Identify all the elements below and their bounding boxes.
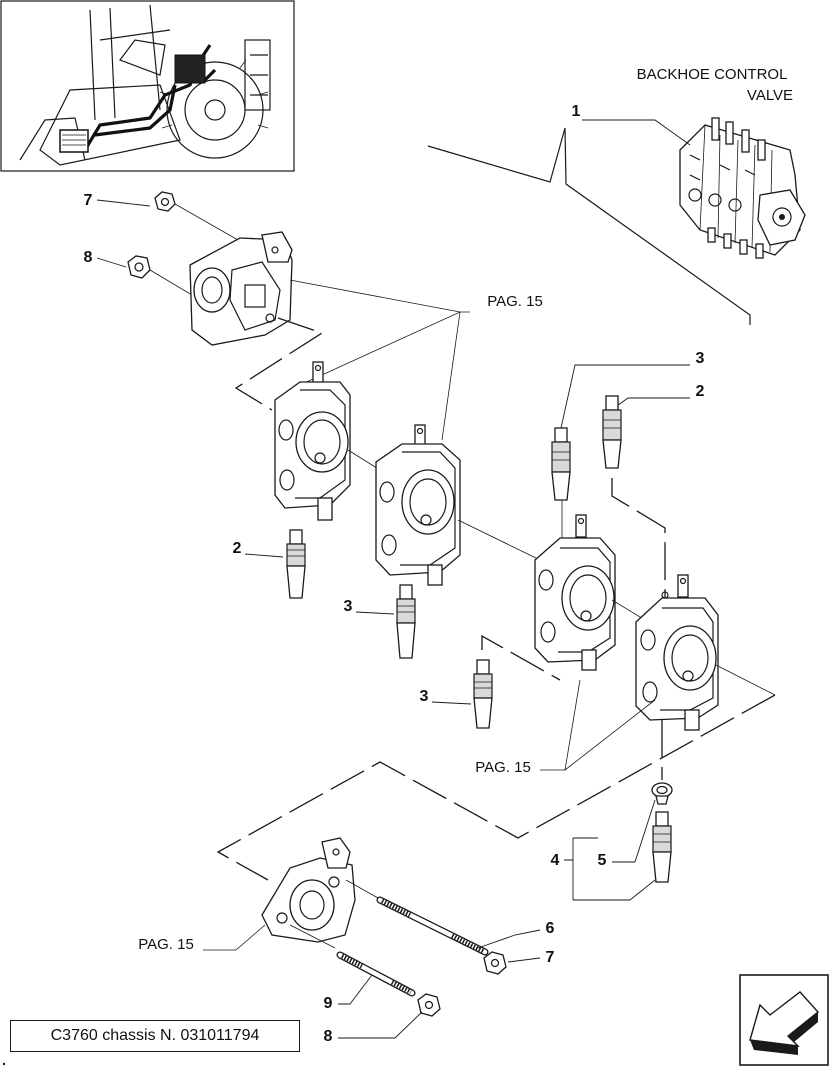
diagram-title-line2: VALVE: [747, 87, 793, 104]
fitting-4: [652, 811, 672, 883]
callout-3-upperright: 3: [696, 350, 705, 367]
page-reference-bottom: PAG. 15: [138, 936, 194, 953]
callout-9: 9: [324, 995, 333, 1012]
callout-3-midleft: 3: [344, 598, 353, 615]
diagram-title-line1: BACKHOE CONTROL: [637, 66, 788, 83]
fitting-2-left: [286, 529, 306, 599]
callout-3-lower: 3: [420, 688, 429, 705]
chassis-number-label: C3760 chassis N. 031011794: [10, 1020, 300, 1052]
callout-5: 5: [598, 852, 607, 869]
callout-7-top: 7: [84, 192, 93, 209]
nut-7-bottom: [483, 951, 507, 975]
callout-8-bottom: 8: [324, 1028, 333, 1045]
callout-6: 6: [546, 920, 555, 937]
page-reference-middle: PAG. 15: [475, 759, 531, 776]
page-reference-top: PAG. 15: [487, 293, 543, 310]
tie-rod-9: [336, 951, 416, 997]
callout-7-bottom: 7: [546, 949, 555, 966]
fitting-3-lower: [473, 659, 493, 729]
fitting-3-midleft: [396, 584, 416, 659]
valve-section-4: [635, 574, 719, 731]
valve-section-1: [274, 361, 351, 521]
callout-2-left: 2: [233, 540, 242, 557]
outlet-end-cover: [261, 837, 356, 943]
tractor-location-icon: [0, 0, 295, 172]
nut-7-top: [154, 191, 176, 212]
inlet-end-cover: [189, 231, 293, 346]
nut-8-top: [127, 255, 151, 279]
callout-2-upperright: 2: [696, 383, 705, 400]
callout-1: 1: [572, 103, 581, 120]
backhoe-control-valve-assembly: [679, 117, 806, 259]
valve-section-2: [375, 424, 461, 586]
arrow-left-down-icon[interactable]: [739, 974, 829, 1066]
seal-5: [651, 782, 673, 805]
callout-8-top: 8: [84, 249, 93, 266]
valve-section-3: [534, 514, 616, 671]
tie-rod-6: [376, 896, 489, 956]
fitting-2-upperright: [602, 395, 622, 469]
fitting-3-upperright: [551, 427, 571, 501]
callout-4: 4: [551, 852, 560, 869]
